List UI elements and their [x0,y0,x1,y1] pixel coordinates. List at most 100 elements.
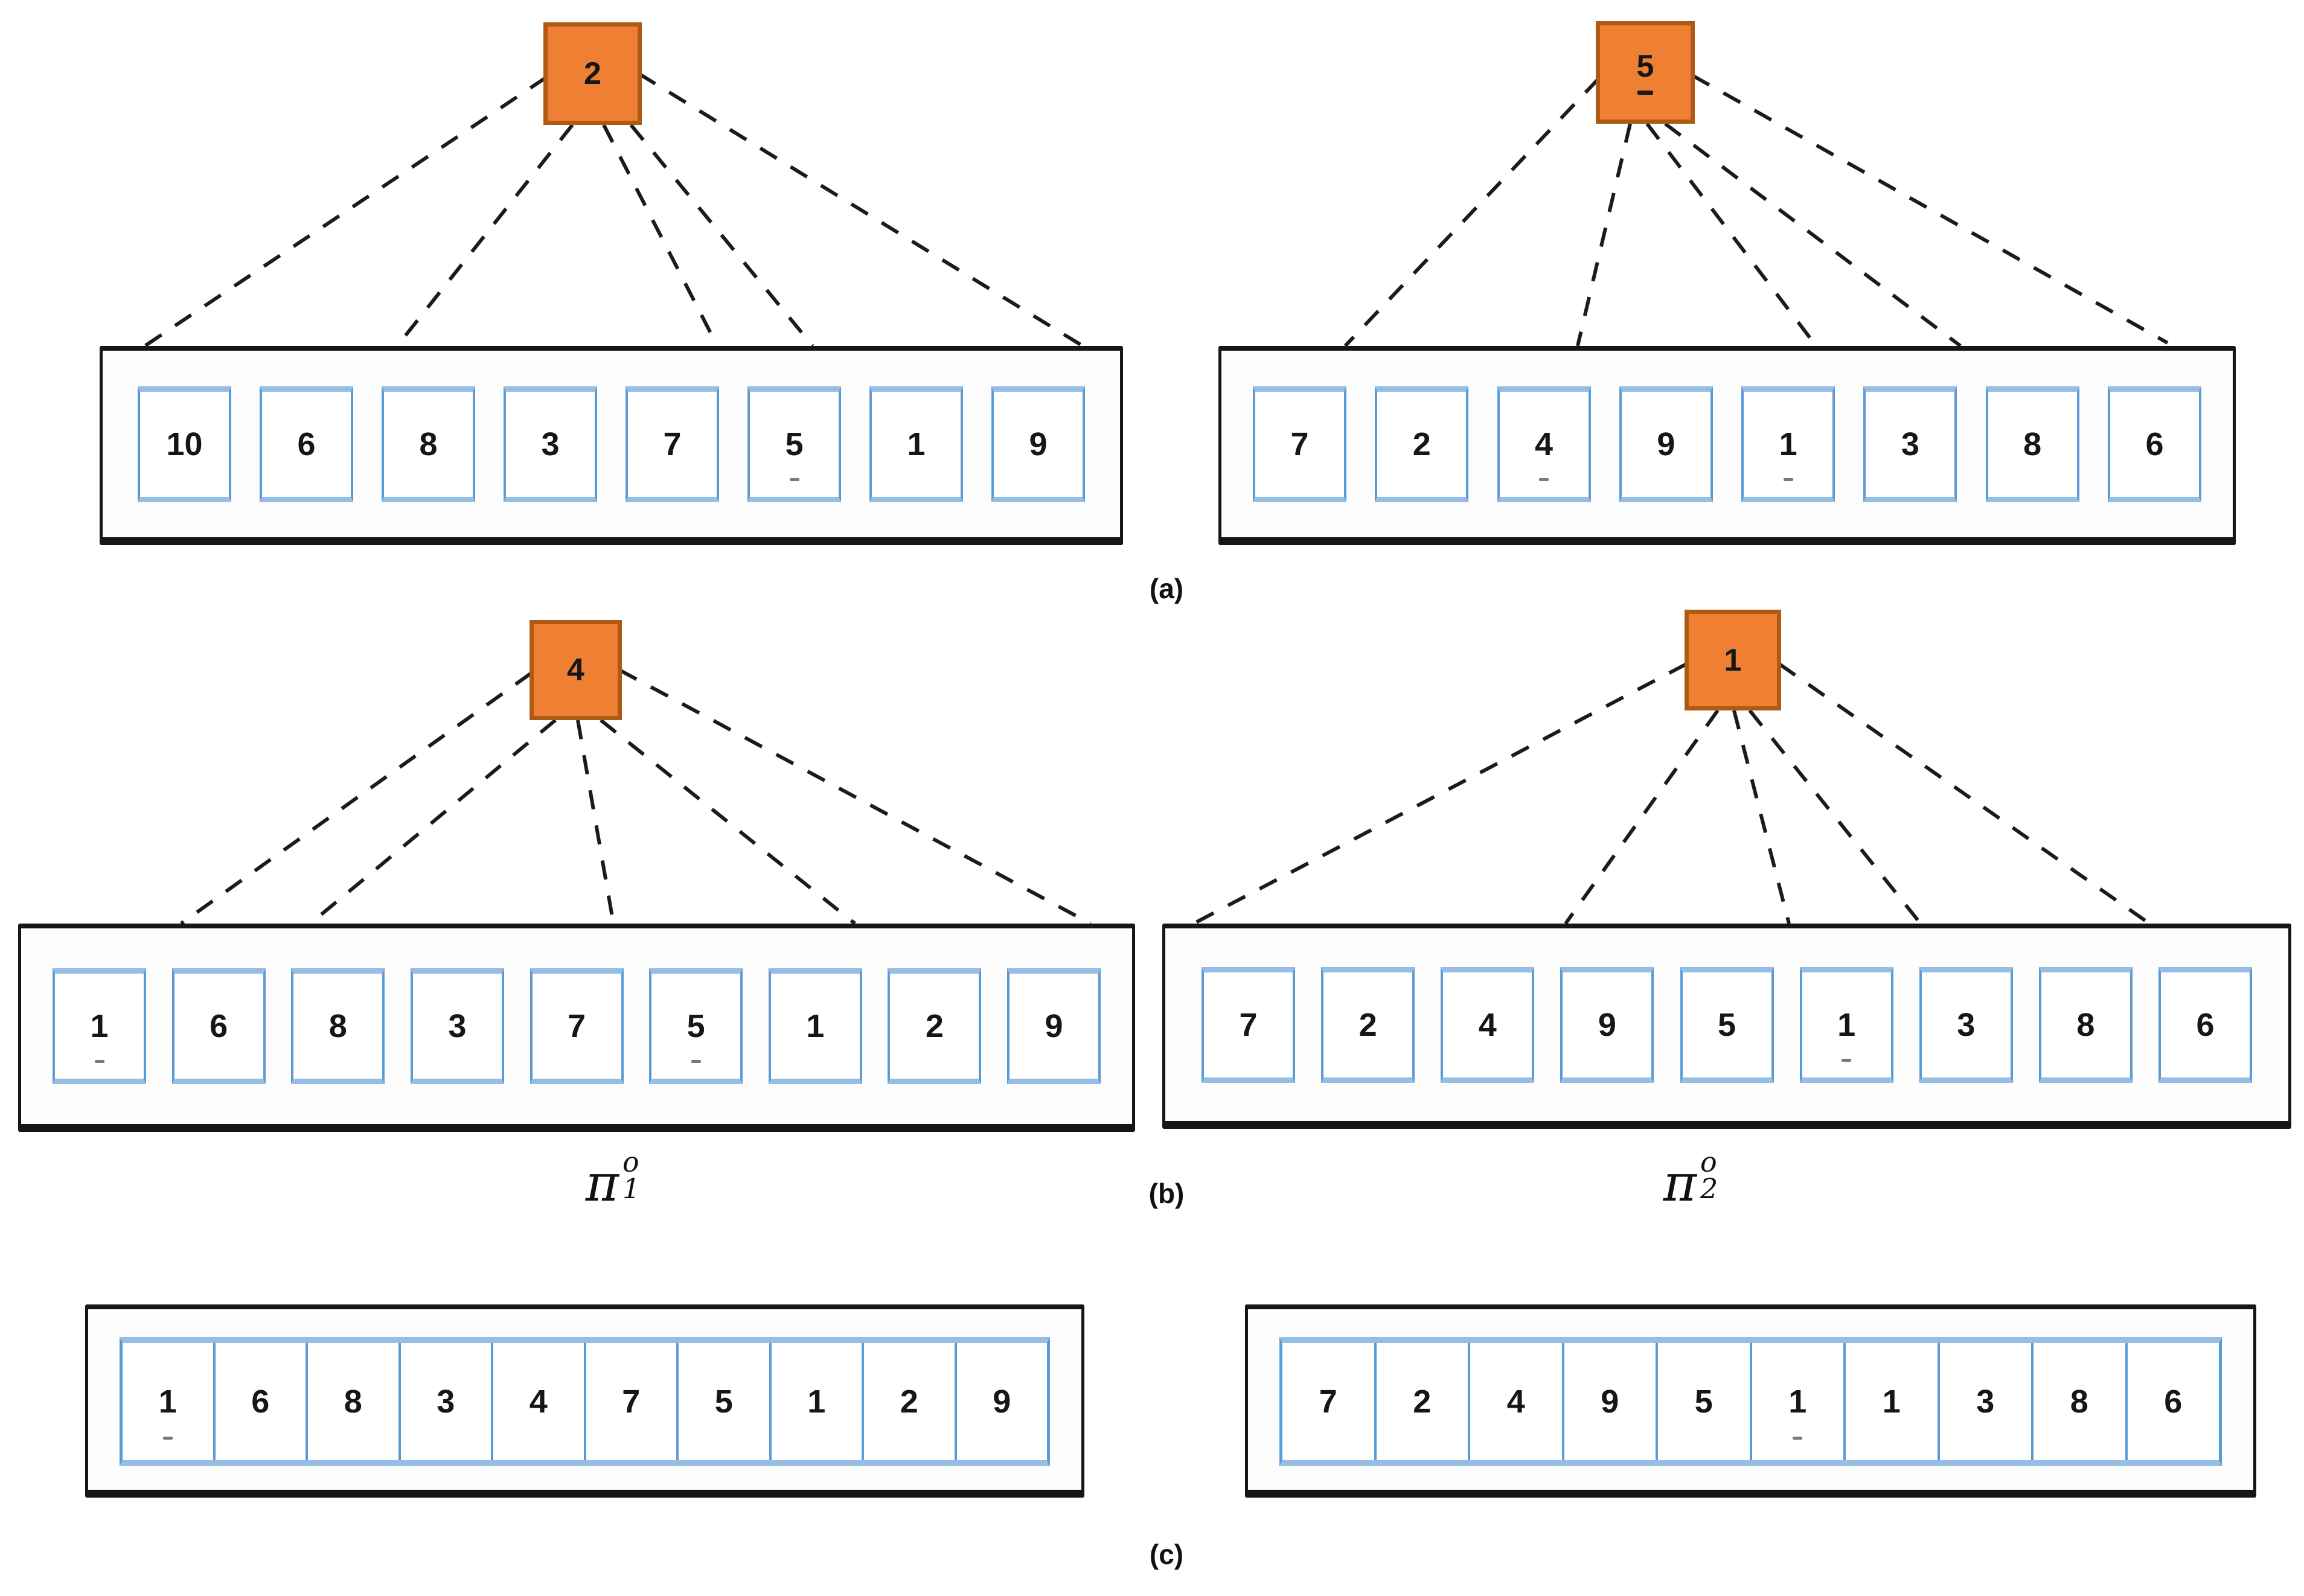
cell-value: 3 [1976,1384,1995,1420]
panel-caption-a: (a) [1149,573,1184,604]
cell-value: 5 [686,1008,705,1044]
cell-value: 1 [1837,1006,1856,1043]
selection-mark [1793,1437,1803,1440]
cell-value: 9 [1598,1006,1616,1043]
cell-value: 7 [1239,1006,1258,1043]
cell-value: 1 [1779,426,1797,462]
sequence-cell: 9 [1619,386,1713,502]
cell-value: 3 [1901,426,1919,462]
sequence-cell: 9 [1007,968,1101,1084]
selected-value: 2 [584,56,601,91]
selection-mark [1783,477,1793,481]
cell-value: 4 [1478,1006,1497,1043]
cell-value: 3 [437,1384,455,1420]
cell-value: 6 [2145,426,2164,462]
selected-value: 5 [1636,48,1654,84]
sequence-cell: 1 [1799,966,1893,1083]
cell-value: 2 [1358,1006,1377,1043]
cell-value: 2 [1413,1384,1432,1420]
sequence-cell: 9 [1560,966,1654,1083]
pi-subscript: 1 [622,1172,641,1205]
panel-caption-b: (b) [1148,1178,1185,1209]
sequence-cell: 7 [1202,966,1295,1083]
cell-value: 9 [993,1384,1011,1420]
cell-value: 4 [1535,426,1554,462]
cell-value: 1 [807,1384,826,1420]
cell-value: 8 [328,1008,347,1044]
sequence-cell: 7 [1282,1343,1377,1460]
sequence-cell: 9 [956,1343,1047,1460]
selection-mark [1539,477,1549,481]
cell-value: 7 [1290,426,1309,462]
sequence-cell: 3 [1863,386,1957,502]
cell-value: 7 [567,1008,586,1044]
sequence-cell: 7 [1253,386,1346,502]
selected-element-a-left: 2 [543,22,642,125]
sequence-cell: 5 [679,1343,772,1460]
sequence-cell: 4 [1497,386,1591,502]
cell-value: 6 [297,426,316,462]
selection-mark [162,1437,173,1440]
sequence-cell: 8 [2038,966,2133,1083]
sequence-cell: 5 [1680,966,1774,1083]
cell-value: 1 [806,1008,825,1044]
cell-value: 1 [1882,1384,1901,1420]
sequence-cell: 6 [215,1343,308,1460]
cell-value: 1 [907,426,926,462]
cell-value: 1 [90,1008,109,1044]
sequence-cell: 6 [171,968,266,1084]
selected-element-b-right: 1 [1685,610,1781,710]
sequence-cell: 1 [53,968,146,1084]
sequence-cell: 8 [308,1343,401,1460]
sequence-cell: 6 [260,386,353,502]
cell-value: 10 [166,426,203,462]
sequence-cell: 6 [2107,386,2201,502]
sequence-cell: 8 [2034,1343,2128,1460]
sequence-cell: 4 [1441,966,1535,1083]
offspring-label-pi1: π o 1 [552,1148,673,1210]
sequence-cell: 2 [1375,386,1469,502]
sequence-cell: 9 [991,386,1085,502]
sequence-cell: 5 [747,386,841,502]
pi-symbol: π [1663,1154,1697,1213]
selected-element-b-left: 4 [530,620,622,720]
cell-value: 5 [785,426,804,462]
cell-value: 1 [158,1384,177,1420]
selection-mark [789,477,799,481]
sequence-cell: 7 [626,386,719,502]
cell-value: 5 [1694,1384,1713,1420]
cell-value: 7 [1319,1384,1337,1420]
sequence-cell: 8 [291,968,385,1084]
sequence-cell: 3 [504,386,597,502]
pi-superscript: o [1700,1146,1717,1178]
cell-value: 6 [2164,1384,2183,1420]
sequence-cell: 3 [1939,1343,2034,1460]
sequence-cell: 5 [1658,1343,1752,1460]
sequence-cell: 2 [1376,1343,1470,1460]
selected-element-a-right: 5 [1596,21,1695,124]
sequence-cell: 6 [2158,966,2252,1083]
sequence-cell: 1 [869,386,963,502]
sequence-cell: 1 [1846,1343,1940,1460]
cell-value: 7 [663,426,682,462]
sequence-cell: 8 [1985,386,2079,502]
cell-value: 9 [1601,1384,1619,1420]
cell-value: 6 [210,1008,228,1044]
cell-value: 3 [448,1008,467,1044]
selection-mark [691,1060,701,1063]
sequence-cell: 3 [400,1343,493,1460]
dashed-fan-a-right [1343,74,2169,348]
pi-subscript: 2 [1700,1172,1718,1205]
cell-value: 6 [251,1384,270,1420]
cell-value: 8 [2076,1006,2095,1043]
sequence-cell: 6 [2127,1343,2219,1460]
cell-value: 2 [925,1008,944,1044]
selected-value: 4 [567,653,584,688]
dashed-fan-b-left [180,668,1092,925]
cell-value: 7 [622,1384,641,1420]
sequence-cell: 10 [138,386,231,502]
